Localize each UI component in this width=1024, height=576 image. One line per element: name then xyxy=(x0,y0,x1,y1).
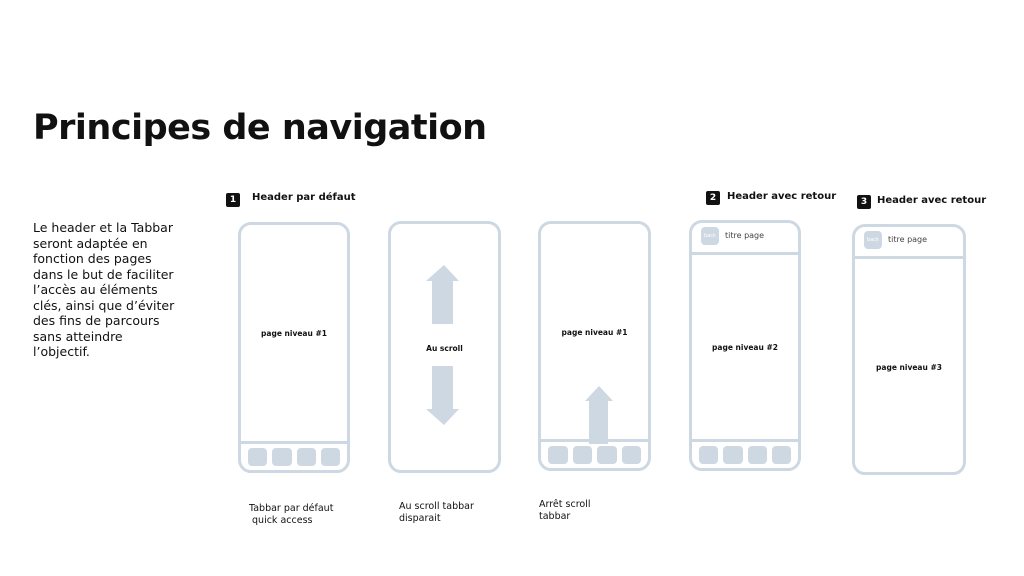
page-label: page niveau #1 xyxy=(261,329,327,338)
page-label: Au scroll xyxy=(426,344,463,353)
caption-1: Tabbar par défaut quick access xyxy=(249,503,334,526)
tab xyxy=(621,446,641,464)
header-title: titre page xyxy=(888,235,928,244)
phone-level-3: back titre page page niveau #3 xyxy=(852,224,966,475)
header-title: titre page xyxy=(725,231,765,240)
scroll-arrows-icon xyxy=(426,265,459,425)
phone-default: page niveau #1 xyxy=(238,222,350,473)
intro-text: Le header et la Tabbar seront adaptée en… xyxy=(33,220,175,359)
tab xyxy=(548,446,568,464)
step-label-2: Header avec retour xyxy=(727,191,837,202)
tab xyxy=(296,448,316,466)
step-label-1: Header par défaut xyxy=(252,192,356,203)
page-label: page niveau #1 xyxy=(561,328,628,337)
tabbar xyxy=(692,439,798,468)
tabbar xyxy=(241,441,347,470)
tab xyxy=(572,446,592,464)
tab xyxy=(747,446,767,464)
page-title: Principes de navigation xyxy=(33,108,487,148)
phone-stop-scroll: page niveau #1 xyxy=(538,221,651,471)
step-badge-3: 3 xyxy=(857,195,871,209)
tab xyxy=(272,448,292,466)
page-label: page niveau #3 xyxy=(876,363,942,372)
back-button[interactable]: back xyxy=(864,231,882,249)
tab xyxy=(248,448,268,466)
caption-3: Arrêt scroll tabbar xyxy=(539,499,591,522)
tab xyxy=(699,446,719,464)
page-label: page niveau #2 xyxy=(712,343,778,352)
back-button[interactable]: back xyxy=(701,227,719,245)
caption-2: Au scroll tabbar disparait xyxy=(399,501,474,524)
arrow-up-icon xyxy=(585,386,613,444)
step-label-3: Header avec retour xyxy=(877,195,987,206)
step-badge-1: 1 xyxy=(226,193,240,207)
header: back titre page xyxy=(855,227,963,259)
tab xyxy=(723,446,743,464)
header: back titre page xyxy=(692,223,798,255)
tab xyxy=(771,446,791,464)
tab xyxy=(597,446,617,464)
tabbar xyxy=(541,439,648,468)
phone-scroll: Au scroll xyxy=(388,221,501,473)
tab xyxy=(320,448,340,466)
step-badge-2: 2 xyxy=(706,191,720,205)
phone-level-2: back titre page page niveau #2 xyxy=(689,220,801,471)
